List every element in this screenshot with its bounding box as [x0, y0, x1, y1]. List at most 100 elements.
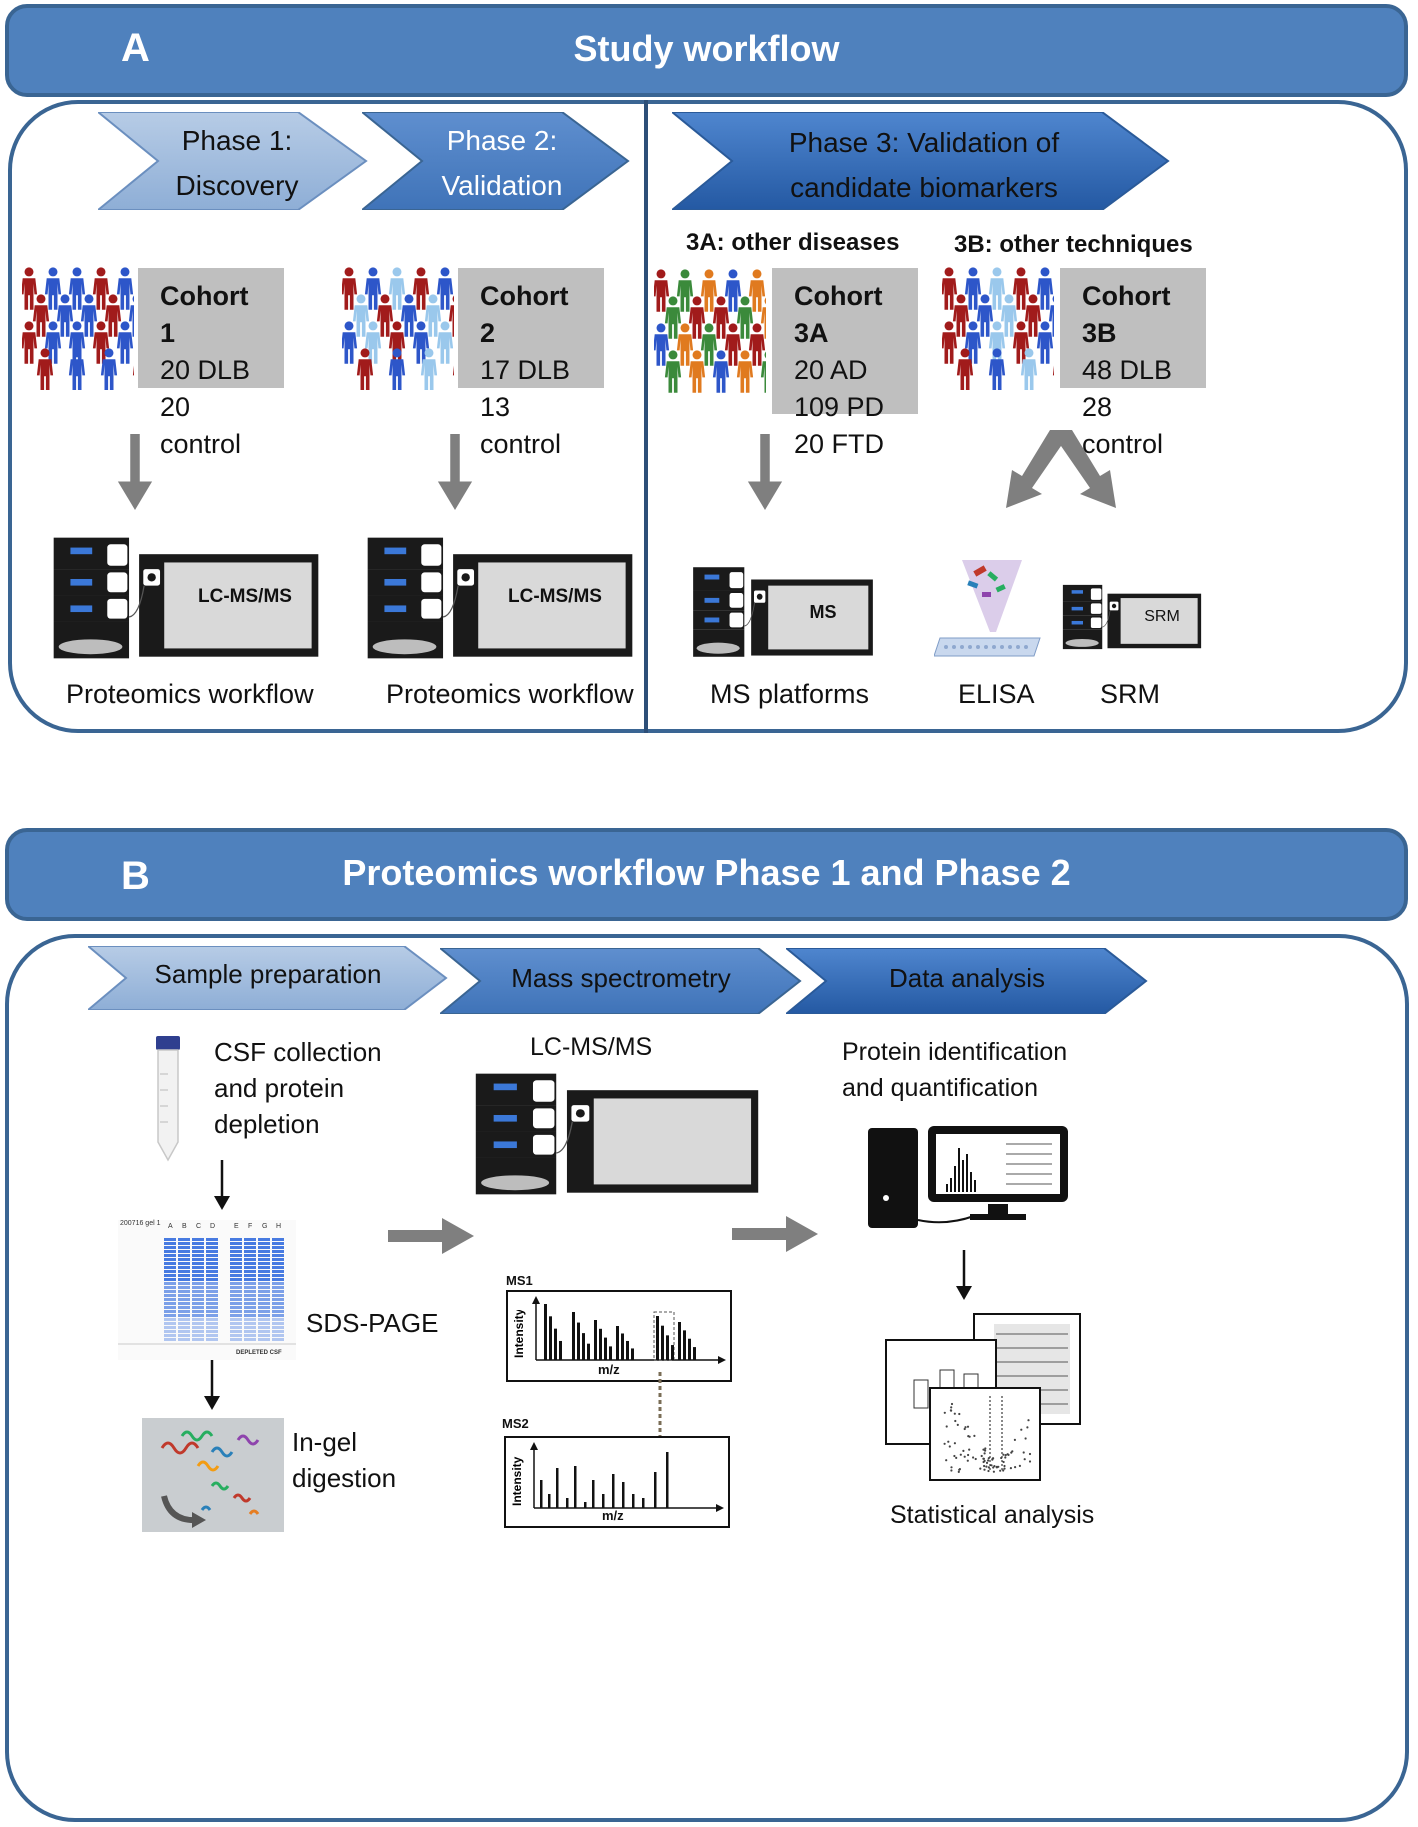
ms2-peak: [602, 1494, 605, 1508]
ms1-peak: [609, 1346, 612, 1360]
person-icon: [342, 267, 358, 310]
cohort3b-name: Cohort 3B: [1082, 281, 1171, 348]
ms2-peak: [584, 1502, 587, 1508]
person-icon: [1000, 294, 1018, 337]
ms2-peak: [540, 1480, 543, 1508]
step3-label: Data analysis: [888, 963, 1046, 993]
person-icon: [1052, 348, 1054, 390]
arrow-down-icon: [746, 432, 784, 512]
subheading-3a: 3A: other diseases: [686, 229, 900, 256]
elisa-plate-icon: [934, 560, 1041, 657]
protid-line2: and quantification: [842, 1074, 1038, 1102]
person-icon: [712, 296, 730, 339]
ms1-peak: [599, 1328, 602, 1360]
ms1-peak: [688, 1338, 691, 1360]
gel-lane-label: D: [210, 1223, 216, 1230]
person-icon: [352, 294, 370, 337]
panel-b-frame: [5, 934, 1409, 1822]
sds-page-gel: 200716 gel 1 DEPLETED CSF: [118, 1220, 296, 1360]
cohort3a-name: Cohort 3A: [794, 281, 883, 348]
in-gel-digestion-image: [142, 1418, 284, 1532]
person-icon: [748, 269, 766, 312]
caption-ms-platforms: MS platforms: [710, 679, 870, 709]
person-icon: [942, 321, 958, 364]
people-group-cohort1: [22, 267, 134, 390]
person-icon: [700, 323, 718, 366]
person-icon: [976, 294, 994, 337]
cohort2-line2: 13 control: [480, 392, 562, 459]
cohort1-box: Cohort 1 20 DLB 20 control: [138, 268, 284, 459]
gel-lane-label: F: [248, 1223, 253, 1230]
ms1-peak: [656, 1316, 659, 1360]
ms1-peak: [626, 1340, 629, 1360]
csf-line2: and protein: [214, 1073, 345, 1103]
split-arrow-icon: [1006, 430, 1116, 508]
cohort3a-box: Cohort 3A 20 AD 109 PD 20 FTD: [772, 268, 918, 459]
cohort3b-box: Cohort 3B 48 DLB 28 control: [1060, 268, 1206, 459]
gel-lane-label: A: [168, 1223, 173, 1230]
panel-a-frame: [8, 100, 1408, 733]
gel-footer: DEPLETED CSF: [236, 1350, 282, 1356]
person-icon: [132, 348, 134, 390]
person-icon: [724, 269, 742, 312]
ingel-line1: In-gel: [292, 1427, 358, 1457]
ms1-peak: [594, 1320, 597, 1360]
lcms-label-1: LC-MS/MS: [198, 586, 292, 607]
ms2-spectrum: [504, 1436, 730, 1528]
person-icon: [964, 321, 982, 364]
person-icon: [68, 348, 86, 390]
ms1-intensity-axis: Intensity: [512, 1310, 526, 1358]
cohort1-name: Cohort 1: [160, 281, 249, 348]
phase1-line1: Phase 1:: [181, 125, 293, 156]
protid-line1: Protein identification: [842, 1038, 1068, 1066]
ms1-spectrum: [506, 1290, 732, 1382]
csf-collection-text: CSF collection and protein depletion: [214, 1034, 382, 1142]
person-icon: [676, 323, 694, 366]
ms2-peak: [592, 1480, 595, 1508]
caption-proteomics-workflow-1: Proteomics workflow: [66, 679, 314, 709]
person-icon: [436, 321, 454, 364]
cohort2-name: Cohort 2: [480, 281, 569, 348]
person-icon: [388, 348, 406, 390]
ms-instrument: MS: [692, 566, 874, 658]
step2-label: Mass spectrometry: [511, 963, 731, 993]
ms2-peak: [654, 1472, 657, 1508]
ms1-intensity-label: Intensity: [512, 1310, 526, 1358]
person-icon: [22, 267, 38, 310]
person-icon: [748, 323, 766, 366]
person-icon: [988, 348, 1006, 390]
person-icon: [1036, 321, 1054, 364]
lcms-heading: LC-MS/MS: [530, 1033, 653, 1061]
person-icon: [688, 296, 706, 339]
ms1-peak: [554, 1328, 557, 1360]
phase3-line2: candidate biomarkers: [790, 172, 1058, 203]
person-icon: [1012, 267, 1030, 310]
ms1-peak: [582, 1333, 585, 1360]
person-icon: [1048, 294, 1054, 337]
ms1-label: MS1: [506, 1273, 533, 1288]
person-icon: [676, 269, 694, 312]
csf-line3: depletion: [214, 1109, 320, 1139]
person-icon: [942, 267, 958, 310]
step-mass-spectrometry: Mass spectrometry: [440, 948, 802, 1014]
arrow-down-icon: [436, 432, 474, 512]
person-icon: [688, 350, 706, 393]
person-icon: [388, 267, 406, 310]
person-icon: [116, 321, 134, 364]
gel-lane-label: B: [182, 1223, 187, 1230]
in-gel-digestion-text: In-gel digestion: [292, 1424, 396, 1496]
step1-label: Sample preparation: [154, 959, 382, 989]
caption-elisa: ELISA: [958, 679, 1035, 709]
person-icon: [736, 296, 754, 339]
panel-a-letter: A: [121, 26, 150, 70]
srm-instrument: SRM: [1062, 584, 1202, 650]
person-icon: [736, 350, 754, 393]
cohort1-line1: 20 DLB: [160, 355, 251, 385]
person-icon: [664, 296, 682, 339]
phase2-chevron: Phase 2: Validation: [362, 112, 630, 210]
gel-lane-label: E: [234, 1223, 239, 1230]
lcms-instrument-b: [474, 1072, 760, 1196]
gel-lane-label: G: [262, 1223, 268, 1230]
panel-b-banner: B Proteomics workflow Phase 1 and Phase …: [5, 828, 1408, 921]
caption-srm: SRM: [1100, 679, 1160, 709]
